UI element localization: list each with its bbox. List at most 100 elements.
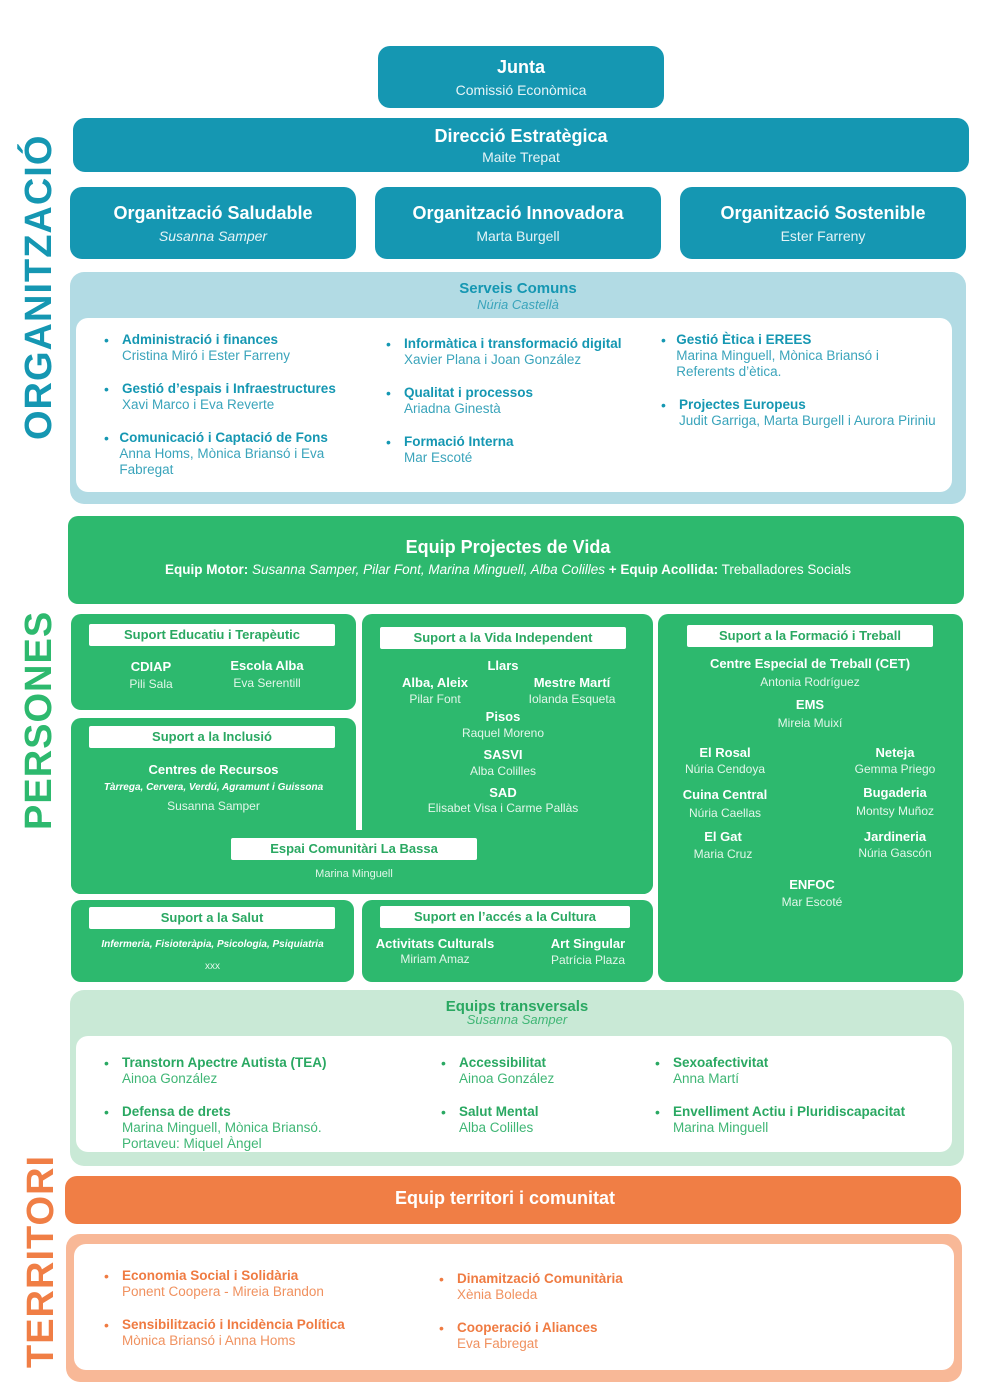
vida-independent-label: Suport a la Vida Independent bbox=[380, 627, 626, 649]
serveis-comuns-sub: Núria Castellà bbox=[477, 297, 559, 312]
bullet-icon: • bbox=[104, 1268, 109, 1284]
transversals-title: Equips transversals bbox=[445, 998, 589, 1015]
bullet-icon: • bbox=[655, 1104, 660, 1120]
bullet-icon: • bbox=[104, 1317, 109, 1333]
org-innovadora-box: Organització Innovadora Marta Burgell bbox=[375, 187, 661, 259]
bullet-icon: • bbox=[439, 1271, 444, 1287]
transversals-inner bbox=[76, 1036, 952, 1152]
cuina-title: Cuina Central bbox=[682, 787, 768, 802]
bullet-icon: • bbox=[655, 1055, 660, 1071]
formacio-treball-label: Suport a la Formació i Treball bbox=[687, 625, 933, 647]
bullet-icon: • bbox=[104, 1055, 109, 1071]
bullet-icon: • bbox=[661, 332, 666, 348]
sad-sub: Elisabet Visa i Carme Pallàs bbox=[427, 801, 579, 815]
pisos-sub: Raquel Moreno bbox=[461, 726, 545, 740]
gat-title: El Gat bbox=[704, 829, 742, 844]
neteja-sub: Gemma Priego bbox=[854, 762, 936, 776]
activitats-culturals-sub: Miriam Amaz bbox=[400, 952, 470, 966]
junta-sub: Comissió Econòmica bbox=[455, 81, 587, 98]
direccio-sub: Maite Trepat bbox=[482, 148, 560, 165]
list-item: • Transtorn Apectre Autista (TEA)Ainoa G… bbox=[104, 1055, 327, 1086]
alba-aleix-sub: Pilar Font bbox=[409, 692, 461, 706]
llars-title: Llars bbox=[487, 658, 519, 673]
org-sostenible-box: Organització Sostenible Ester Farreny bbox=[680, 187, 966, 259]
side-label-territori: TERRITORI bbox=[20, 1154, 62, 1368]
org-saludable-title: Organització Saludable bbox=[113, 202, 313, 223]
neteja-title: Neteja bbox=[875, 745, 915, 760]
cdiap-sub: Pili Sala bbox=[129, 677, 173, 691]
bullet-icon: • bbox=[104, 430, 109, 446]
serveis-comuns-title: Serveis Comuns bbox=[459, 280, 577, 297]
escola-alba-sub: Eva Serentill bbox=[233, 676, 301, 690]
alba-aleix-title: Alba, Aleix bbox=[402, 675, 468, 690]
activitats-culturals-title: Activitats Culturals bbox=[375, 936, 495, 951]
serveis-comuns-inner bbox=[76, 318, 952, 492]
bassa-sub: Marina Minguell bbox=[315, 868, 393, 880]
territori-title: Equip territori i comunitat bbox=[394, 1188, 615, 1208]
side-label-persones: PERSONES bbox=[18, 610, 60, 830]
cuina-sub: Núria Caellas bbox=[688, 806, 762, 820]
bullet-icon: • bbox=[104, 332, 109, 348]
sasvi-sub: Alba Colilles bbox=[469, 764, 537, 778]
junta-title: Junta bbox=[496, 56, 545, 77]
projectes-vida-team: Equip Motor: Susanna Samper, Pilar Font,… bbox=[165, 562, 851, 577]
art-singular-sub: Patrícia Plaza bbox=[550, 953, 626, 967]
org-innovadora-title: Organització Innovadora bbox=[412, 202, 624, 223]
org-sostenible-sub: Ester Farreny bbox=[780, 227, 866, 244]
salut-places: Infermeria, Fisioteràpia, Psicologia, Ps… bbox=[101, 939, 324, 950]
art-singular-title: Art Singular bbox=[550, 936, 626, 951]
ems-title: EMS bbox=[795, 697, 825, 712]
formacio-treball-box bbox=[658, 614, 963, 982]
escola-alba-title: Escola Alba bbox=[230, 658, 304, 673]
sad-title: SAD bbox=[489, 785, 517, 800]
bullet-icon: • bbox=[386, 336, 391, 352]
centres-recursos-title: Centres de Recursos bbox=[148, 762, 279, 777]
centres-recursos-sub: Susanna Samper bbox=[167, 799, 260, 813]
cet-sub: Antonia Rodríguez bbox=[760, 675, 860, 689]
enfoc-sub: Mar Escoté bbox=[781, 895, 843, 909]
org-saludable-sub: Susanna Samper bbox=[158, 227, 268, 244]
bassa-label: Espai Comunitàri La Bassa bbox=[231, 838, 477, 860]
pisos-title: Pisos bbox=[485, 709, 521, 724]
bugaderia-title: Bugaderia bbox=[863, 785, 927, 800]
salut-sub: xxx bbox=[205, 961, 220, 972]
rosal-sub: Núria Cendoya bbox=[684, 762, 766, 776]
direccio-box: Direcció Estratègica Maite Trepat bbox=[73, 118, 969, 172]
salut-label: Suport a la Salut bbox=[89, 907, 335, 929]
inclusio-label: Suport a la Inclusió bbox=[89, 726, 335, 748]
centres-recursos-places: Tàrrega, Cervera, Verdú, Agramunt i Guis… bbox=[103, 782, 324, 793]
territori-inner bbox=[74, 1244, 954, 1370]
bullet-icon: • bbox=[441, 1055, 446, 1071]
bullet-icon: • bbox=[386, 385, 391, 401]
org-innovadora-sub: Marta Burgell bbox=[476, 227, 560, 244]
enfoc-title: ENFOC bbox=[789, 877, 835, 892]
junta-box: Junta Comissió Econòmica bbox=[378, 46, 664, 108]
cultura-label: Suport en l’accés a la Cultura bbox=[380, 906, 630, 928]
bullet-icon: • bbox=[104, 381, 109, 397]
jardineria-sub: Núria Gascón bbox=[858, 846, 932, 860]
org-saludable-box: Organització Saludable Susanna Samper bbox=[70, 187, 356, 259]
bullet-icon: • bbox=[439, 1320, 444, 1336]
jardineria-title: Jardineria bbox=[863, 829, 927, 844]
projectes-vida-title: Equip Projectes de Vida bbox=[405, 537, 611, 557]
bullet-icon: • bbox=[104, 1104, 109, 1120]
bullet-icon: • bbox=[661, 397, 666, 413]
direccio-title: Direcció Estratègica bbox=[434, 125, 608, 146]
educatiu-label: Suport Educatiu i Terapèutic bbox=[89, 624, 335, 646]
projectes-vida-box bbox=[68, 516, 964, 604]
rosal-title: El Rosal bbox=[699, 745, 751, 760]
